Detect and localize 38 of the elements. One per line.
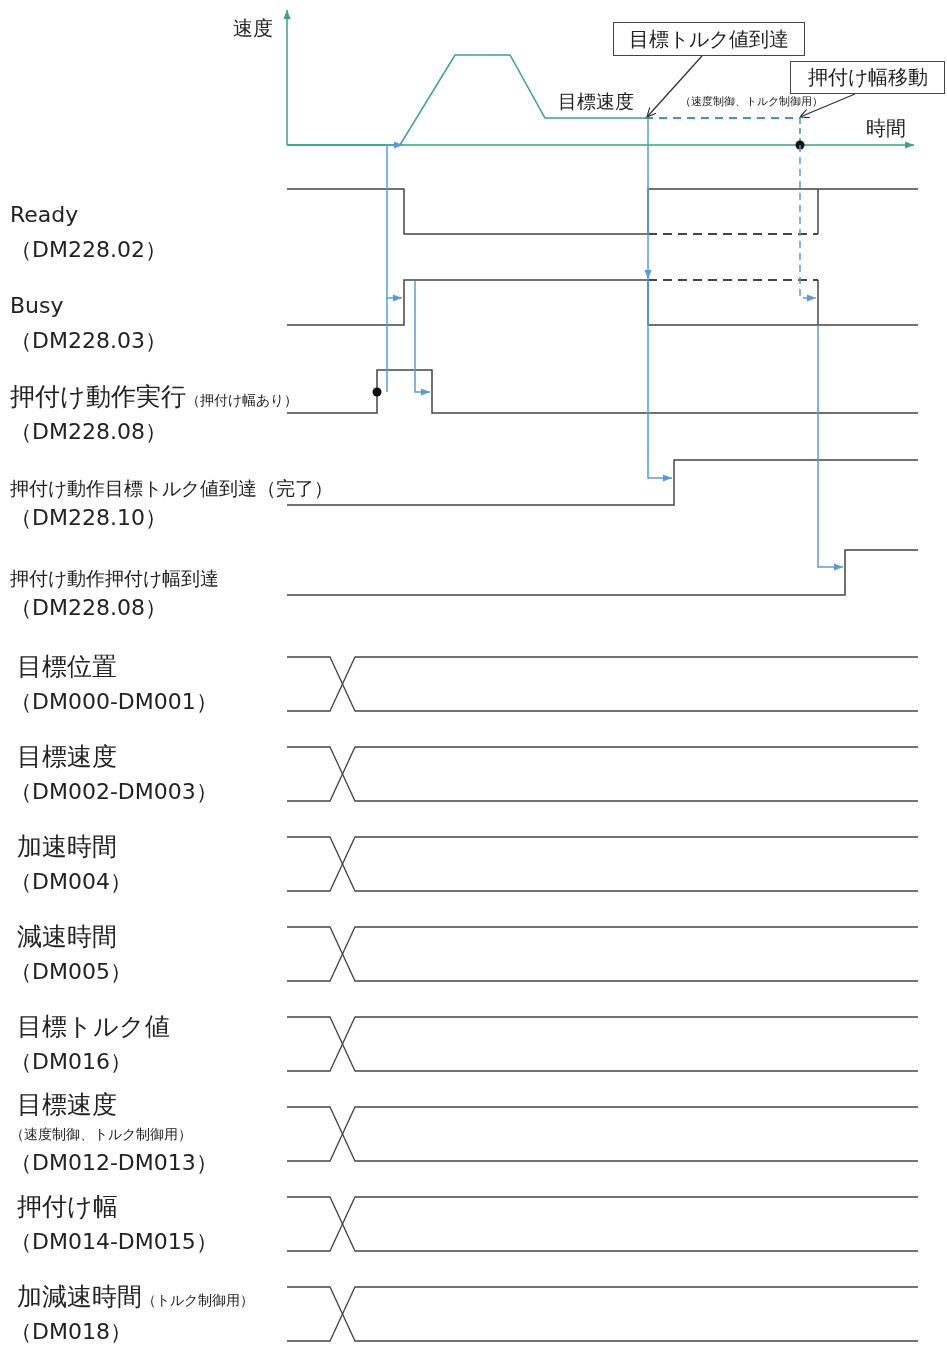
callout-box: 目標トルク値到達	[613, 22, 805, 56]
signal-address: （DM228.08）	[10, 419, 167, 445]
axis-label: 速度	[233, 17, 273, 39]
signal-label: 押付け動作実行	[10, 383, 186, 411]
signal-label: 減速時間	[17, 923, 117, 951]
signal-address: （DM016）	[10, 1049, 132, 1075]
signal-address: （DM228.08）	[10, 595, 167, 621]
signal-note: （トルク制御用）	[142, 1293, 254, 1309]
signal-address: （DM228.02）	[10, 237, 167, 263]
signal-label: 目標トルク値	[17, 1013, 170, 1041]
signal-label: 目標速度	[17, 743, 117, 771]
signal-label: Ready	[10, 202, 79, 228]
signal-label: 押付け幅	[17, 1193, 118, 1221]
signal-address: （DM004）	[10, 869, 132, 895]
signal-address: （DM005）	[10, 959, 132, 985]
curve-note: （速度制御、トルク制御用）	[680, 95, 823, 109]
leader-line	[646, 55, 703, 118]
signal-address: （DM000-DM001）	[10, 689, 218, 715]
signal-label: Busy	[10, 293, 64, 319]
signal-label: 加減速時間	[17, 1283, 142, 1311]
signal-label: 押付け動作押付け幅到達	[10, 567, 219, 589]
signal-note: （速度制御、トルク制御用）	[10, 1127, 192, 1143]
signal-label: 目標速度	[17, 1091, 117, 1119]
signal-address: （DM012-DM013）	[10, 1150, 218, 1176]
signal-label: 加速時間	[17, 833, 117, 861]
signal-address: （DM002-DM003）	[10, 779, 218, 805]
signal-note: （押付け幅あり）	[186, 393, 298, 409]
axis-label: 時間	[866, 117, 906, 139]
callout-box: 押付け幅移動	[790, 61, 945, 94]
signal-address: （DM014-DM015）	[10, 1229, 218, 1255]
signal-address: （DM228.03）	[10, 328, 167, 354]
leader-line	[799, 93, 856, 119]
signal-address: （DM018）	[10, 1319, 132, 1345]
signal-address: （DM228.10）	[10, 505, 167, 531]
signal-label: 目標位置	[17, 653, 117, 681]
curve-label: 目標速度	[558, 90, 634, 112]
dashed-speed-line	[644, 117, 801, 119]
signal-label: 押付け動作目標トルク値到達（完了）	[10, 477, 333, 499]
